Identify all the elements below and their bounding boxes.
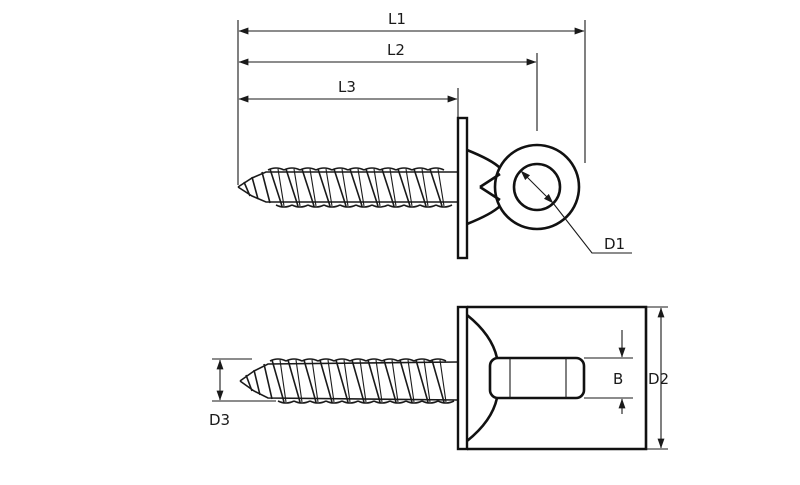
bottom-head (466, 305, 648, 451)
dimension-line-d1 (520, 170, 554, 204)
leader-d1 (552, 202, 632, 254)
label-d1: D1 (604, 235, 625, 253)
label-l1: L1 (388, 10, 406, 28)
label-l2: L2 (387, 41, 405, 59)
label-b: B (613, 370, 623, 388)
label-l3: L3 (338, 78, 356, 96)
bottom-view: D3 B D2 (209, 305, 669, 451)
top-extension-lines (237, 20, 586, 185)
dimension-d2 (646, 306, 668, 450)
top-screw-thread (237, 167, 458, 208)
top-neck (466, 148, 501, 226)
dimension-b (584, 330, 633, 414)
top-view: L1 L2 L3 D1 (237, 10, 632, 260)
bottom-washer (456, 305, 469, 451)
dimension-d3 (212, 358, 276, 402)
bottom-screw-thread (239, 358, 459, 404)
top-washer (456, 116, 469, 260)
top-eye-ring (493, 143, 581, 231)
label-d3: D3 (209, 411, 230, 429)
label-d2: D2 (648, 370, 669, 388)
